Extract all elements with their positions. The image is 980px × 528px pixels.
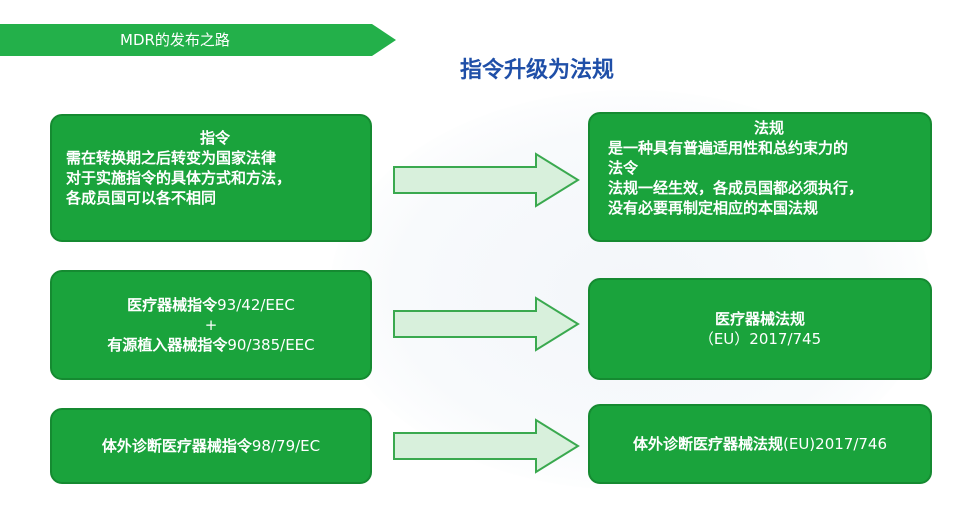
page-title: 指令升级为法规 [460,58,615,83]
section-banner: MDR的发布之路 [0,24,396,56]
ivdr-code: (EU)2017/746 [782,435,888,453]
plus-sign: + [204,316,218,334]
ivdd-line: 体外诊断医疗器械指令98/79/EC [102,436,320,456]
directive-line-1: 需在转换期之后转变为国家法律 [66,149,277,167]
mdd-code: 93/42/EEC [217,296,295,314]
directive-heading: 指令 [200,129,231,147]
ivdr-box: 体外诊断医疗器械法规(EU)2017/746 [588,404,932,484]
ivdd-box: 体外诊断医疗器械指令98/79/EC [50,408,372,484]
ivdd-code: 98/79/EC [251,437,321,455]
aimdd-line: 有源植入器械指令90/385/EEC [107,335,314,355]
directive-box: 指令 需在转换期之后转变为国家法律 对于实施指令的具体方式和方法， 各成员国可以… [50,114,372,242]
medical-device-directive-box: 医疗器械指令93/42/EEC + 有源植入器械指令90/385/EEC [50,270,372,380]
directive-line-3: 各成员国可以各不相同 [66,189,217,207]
ivdd-name: 体外诊断医疗器械指令 [101,437,252,455]
banner-label: MDR的发布之路 [120,31,230,49]
regulation-line-2: 法令 [608,159,639,177]
aimdd-name: 有源植入器械指令 [107,336,228,354]
regulation-line-4: 没有必要再制定相应的本国法规 [608,199,819,217]
regulation-heading: 法规 [754,119,785,137]
directive-line-2: 对于实施指令的具体方式和方法， [66,169,292,187]
mdd-name: 医疗器械指令 [127,296,218,314]
mdr-code: （EU）2017/745 [698,330,822,348]
aimdd-code: 90/385/EEC [227,336,315,354]
mdr-box: 医疗器械法规 （EU）2017/745 [588,278,932,380]
mdd-line: 医疗器械指令93/42/EEC [127,295,295,315]
regulation-line-1: 是一种具有普遍适用性和总约束力的 [608,139,849,157]
mdr-name: 医疗器械法规 [714,310,805,328]
arrow-icon [393,418,580,474]
ivdr-name: 体外诊断医疗器械法规 [632,435,783,453]
arrow-icon [393,296,580,352]
ivdr-line: 体外诊断医疗器械法规(EU)2017/746 [633,434,887,454]
arrow-icon [393,152,580,208]
regulation-line-3: 法规一经生效，各成员国都必须执行， [608,179,864,197]
regulation-box: 法规 是一种具有普遍适用性和总约束力的 法令 法规一经生效，各成员国都必须执行，… [588,112,932,242]
